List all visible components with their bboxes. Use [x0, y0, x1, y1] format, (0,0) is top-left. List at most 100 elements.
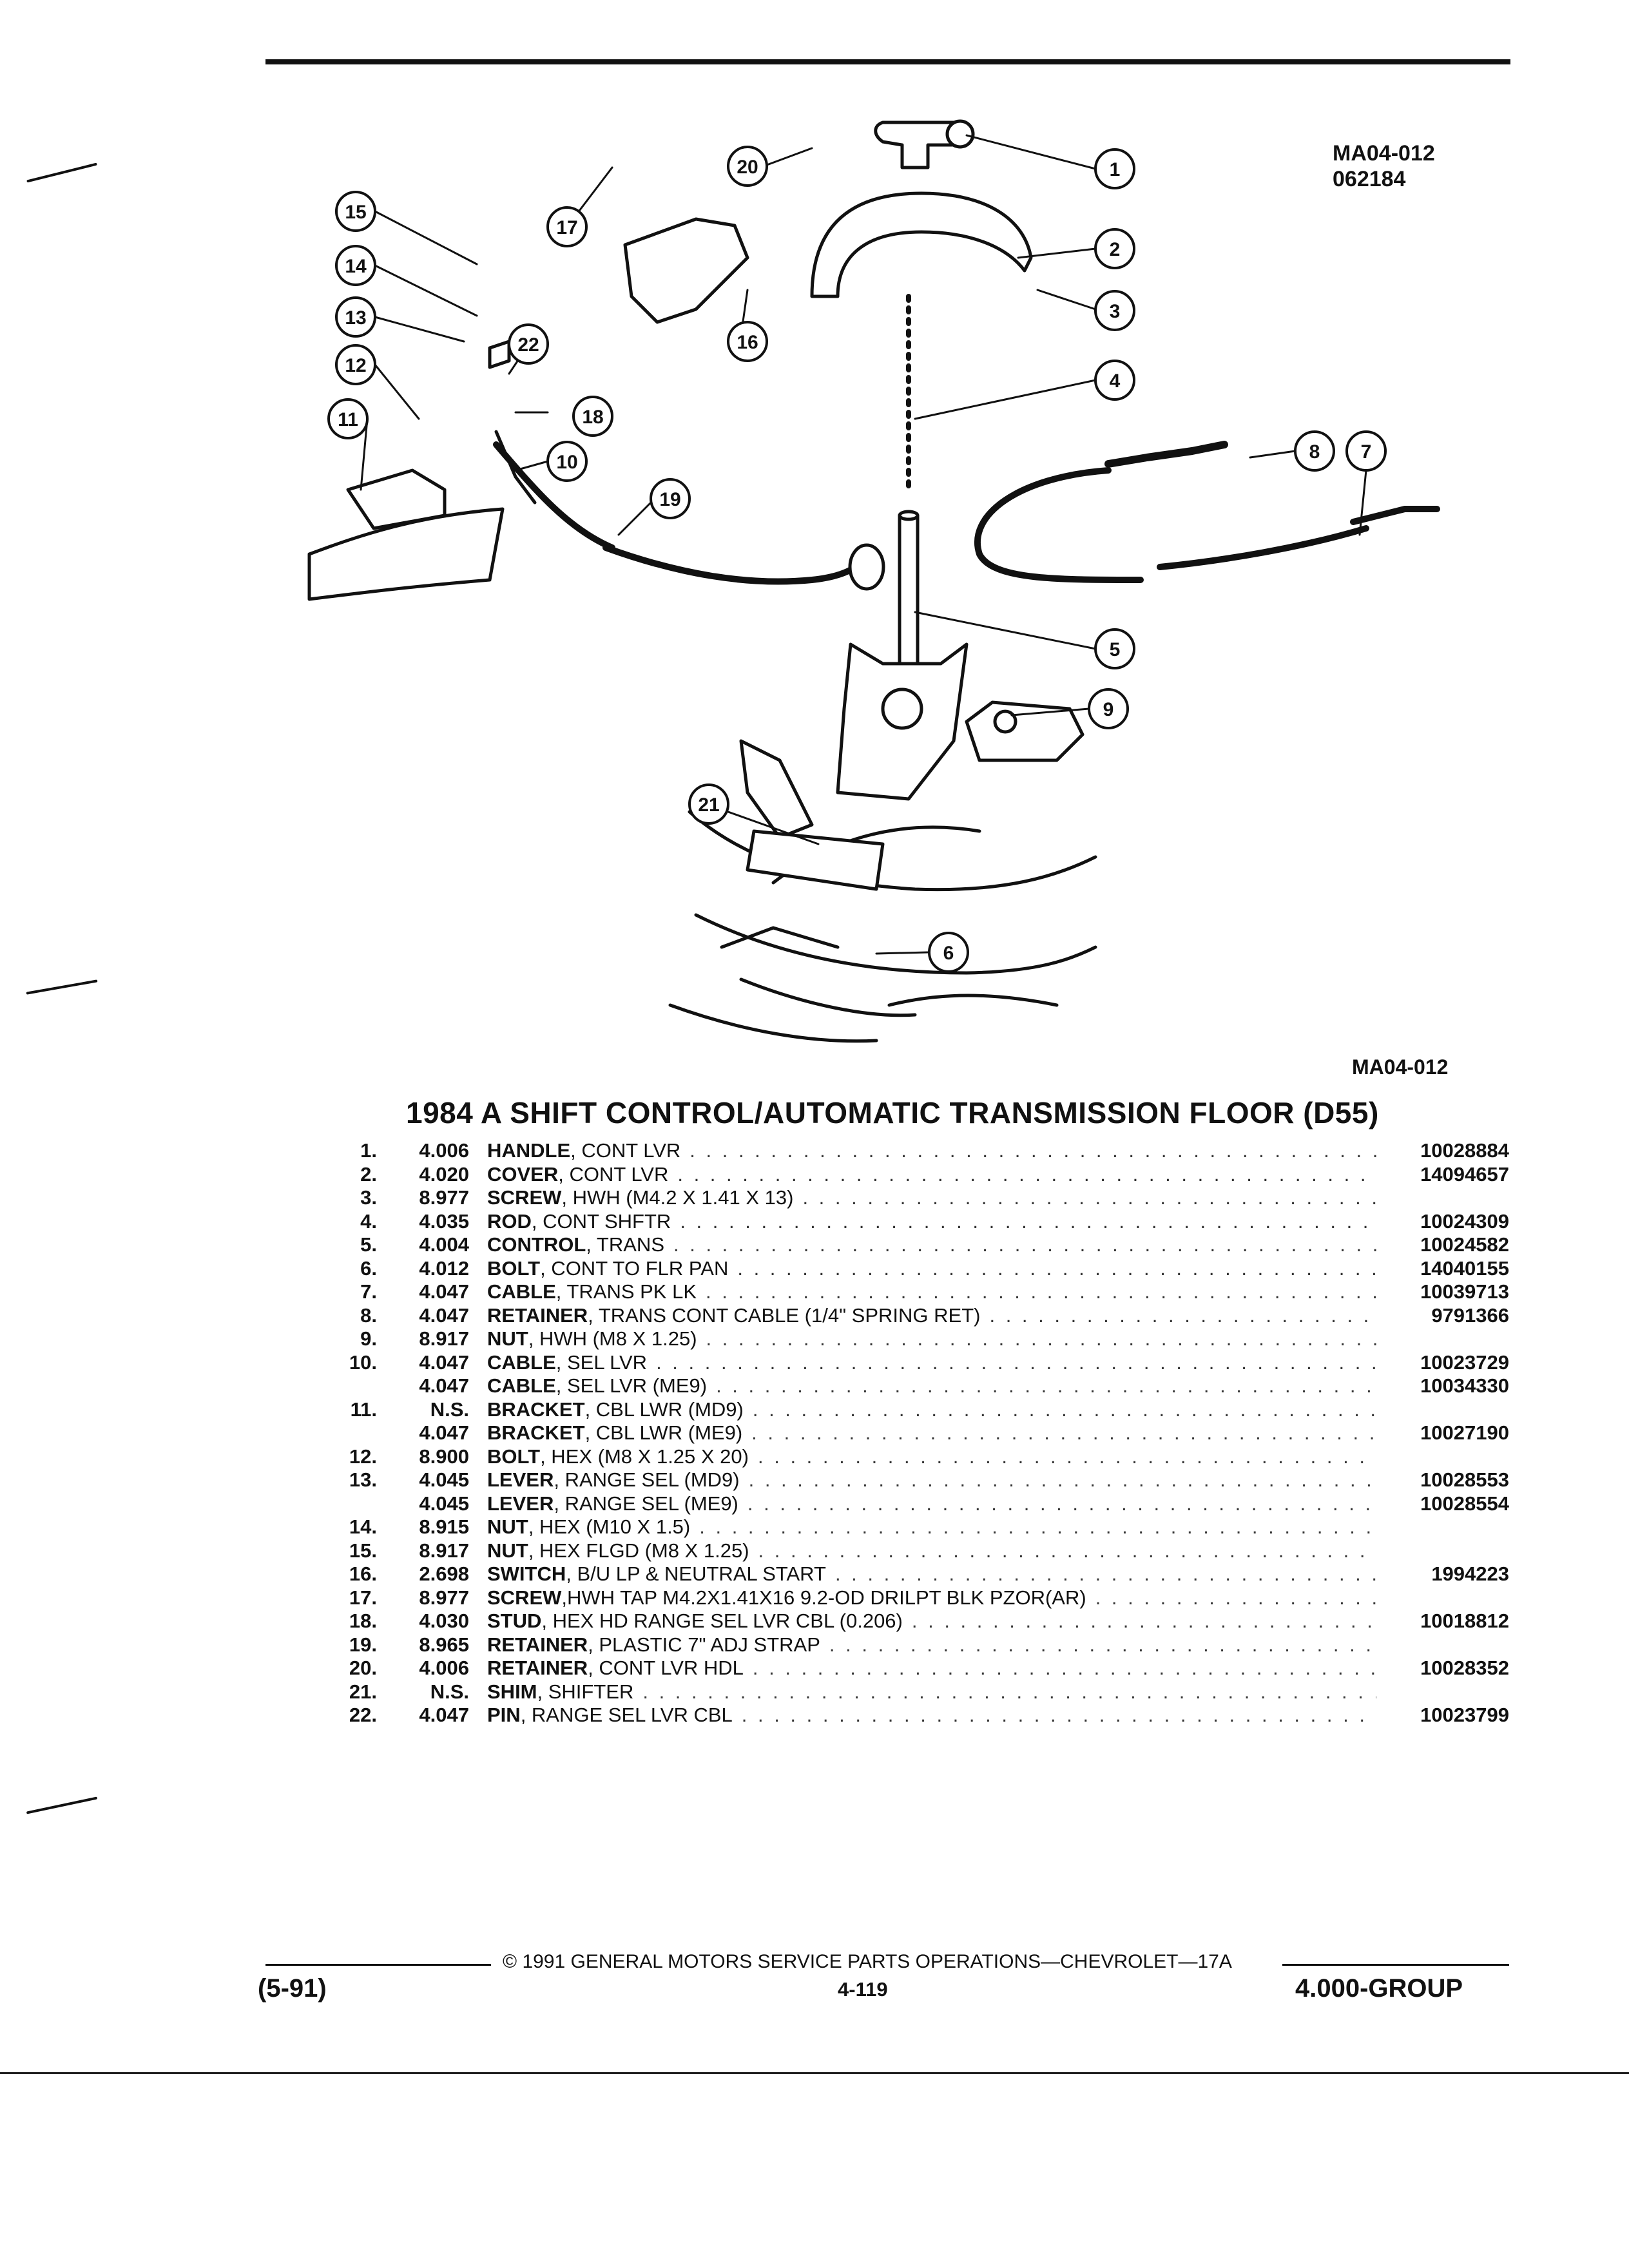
part-number: 10024582: [1420, 1233, 1509, 1256]
leader-dots: [749, 1539, 1376, 1562]
part-group-number: 8.917: [419, 1327, 469, 1350]
part-index: 5.: [360, 1233, 377, 1256]
callout-label-21: 21: [698, 794, 719, 816]
part-name: NUT: [487, 1515, 528, 1538]
part-detail: , HWH (M4.2 X 1.41 X 13): [561, 1186, 794, 1209]
leader-dots: [820, 1633, 1376, 1657]
part-detail: , CONT LVR HDL: [588, 1657, 744, 1679]
part-number: 10023799: [1420, 1704, 1509, 1726]
figure-id: MA04-012: [1333, 141, 1435, 166]
callout-label-10: 10: [556, 452, 577, 473]
leader-dots: [738, 1492, 1376, 1515]
callout-label-20: 20: [737, 157, 758, 178]
part-detail: , SHIFTER: [537, 1680, 634, 1703]
part-description: CONTROL, TRANS: [487, 1233, 1376, 1256]
callout-19: [650, 478, 691, 519]
leader-dots: [740, 1468, 1376, 1492]
part-name: BOLT: [487, 1445, 541, 1468]
part-group-number: 8.915: [419, 1515, 469, 1538]
callout-7: [1345, 430, 1387, 472]
callout-label-16: 16: [737, 332, 758, 353]
part-description: BRACKET, CBL LWR (MD9): [487, 1398, 1376, 1421]
part-number: 10028554: [1420, 1492, 1509, 1515]
leader-dots: [733, 1704, 1376, 1727]
callout-20: [727, 146, 768, 187]
part-index: 3.: [360, 1186, 377, 1209]
part-name: COVER: [487, 1162, 559, 1186]
part-description: SHIM, SHIFTER: [487, 1680, 1376, 1704]
leader-dots: [728, 1257, 1376, 1280]
part-detail: , TRANS PK LK: [555, 1280, 697, 1303]
part-index: 18.: [349, 1610, 377, 1632]
part-detail: ,HWH TAP M4.2X1.41X16 9.2-OD DRILPT BLK …: [561, 1586, 1086, 1609]
part-name: ROD: [487, 1209, 532, 1233]
part-name: BOLT: [487, 1256, 541, 1280]
callout-label-12: 12: [345, 355, 366, 376]
part-detail: , HEX FLGD (M8 X 1.25): [528, 1539, 749, 1562]
part-description: CABLE, SEL LVR (ME9): [487, 1374, 1376, 1398]
floor-pan-drawing: [668, 810, 1097, 1043]
part-number: 10039713: [1420, 1280, 1509, 1303]
part-index: 10.: [349, 1350, 377, 1374]
part-index: 11.: [350, 1398, 377, 1421]
callout-6: [928, 932, 969, 973]
part-index: 9.: [360, 1327, 377, 1350]
part-name: CONTROL: [487, 1233, 586, 1256]
leader-dots: [826, 1562, 1376, 1586]
part-name: RETAINER: [487, 1657, 588, 1679]
part-description: STUD, HEX HD RANGE SEL LVR CBL (0.206): [487, 1610, 1376, 1633]
callout-label-11: 11: [338, 409, 358, 430]
part-name: RETAINER: [487, 1633, 588, 1656]
callout-11: [327, 398, 369, 439]
callout-label-4: 4: [1110, 370, 1121, 392]
part-name: RETAINER: [487, 1303, 588, 1327]
part-detail: , TRANS CONT CABLE (1/4" SPRING RET): [588, 1303, 981, 1327]
part-group-number: N.S.: [430, 1680, 469, 1703]
part-detail: , HEX (M8 X 1.25 X 20): [540, 1445, 749, 1468]
part-name: SCREW: [487, 1586, 562, 1609]
callout-21: [688, 783, 729, 825]
leader-dots: [744, 1657, 1376, 1680]
leader-dots: [749, 1445, 1376, 1468]
footer-revision: (5-91): [258, 1974, 327, 2003]
leader-dots: [744, 1398, 1376, 1421]
part-name: SWITCH: [487, 1562, 566, 1585]
part-index: 6.: [360, 1256, 377, 1280]
part-name: SHIM: [487, 1680, 537, 1703]
part-number: 10034330: [1420, 1374, 1509, 1397]
part-group-number: 4.006: [419, 1139, 469, 1162]
part-index: 8.: [360, 1303, 377, 1327]
leader-dots: [742, 1421, 1376, 1445]
callout-2: [1094, 228, 1135, 269]
part-description: SCREW, HWH (M4.2 X 1.41 X 13): [487, 1186, 1376, 1209]
part-description: HANDLE, CONT LVR: [487, 1139, 1376, 1162]
part-group-number: 4.035: [419, 1209, 469, 1233]
part-detail: , HEX HD RANGE SEL LVR CBL (0.206): [541, 1610, 903, 1632]
part-description: CABLE, TRANS PK LK: [487, 1280, 1376, 1303]
part-description: BOLT, CONT TO FLR PAN: [487, 1257, 1376, 1280]
part-index: 19.: [349, 1633, 377, 1656]
part-description: SCREW,HWH TAP M4.2X1.41X16 9.2-OD DRILPT…: [487, 1586, 1376, 1610]
part-number: 14040155: [1420, 1256, 1509, 1280]
callout-4: [1094, 360, 1135, 401]
callout-5: [1094, 628, 1135, 669]
part-name: CABLE: [487, 1374, 556, 1397]
part-index: 16.: [349, 1562, 377, 1585]
part-name: CABLE: [487, 1350, 556, 1374]
leader-dots: [980, 1304, 1376, 1327]
callout-17: [546, 206, 588, 247]
part-name: PIN: [487, 1704, 521, 1726]
part-index: 14.: [349, 1515, 377, 1538]
part-detail: , HWH (M8 X 1.25): [528, 1327, 697, 1350]
part-index: 20.: [349, 1657, 377, 1679]
callout-circles: [327, 146, 1387, 973]
callout-1: [1094, 148, 1135, 189]
part-index: 13.: [349, 1468, 377, 1491]
part-number: 10018812: [1420, 1610, 1509, 1632]
figure-id-block: MA04-012 062184: [1333, 140, 1435, 192]
